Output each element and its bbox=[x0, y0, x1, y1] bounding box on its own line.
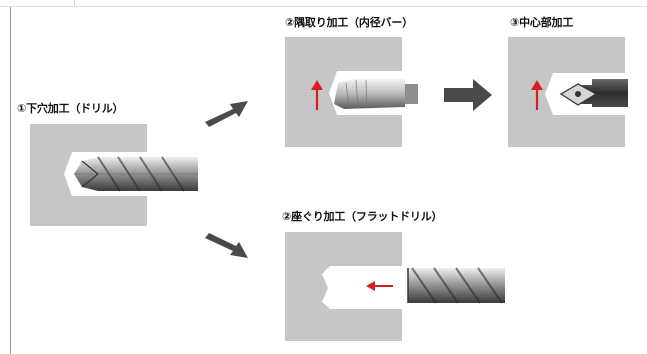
top-tab bbox=[0, 0, 75, 6]
step1-label: ①下穴加工（ドリル） bbox=[17, 102, 124, 115]
flow-arrow-up-right bbox=[205, 101, 248, 127]
step3-center-label: ③中心部加工 bbox=[510, 16, 574, 29]
counterbore-direction-arrow bbox=[366, 281, 393, 291]
top-border bbox=[0, 0, 647, 7]
flow-arrow-down-right bbox=[205, 233, 248, 258]
flow-arrow-right bbox=[444, 79, 492, 111]
corner-direction-arrow bbox=[311, 80, 323, 110]
center-direction-arrow bbox=[531, 80, 543, 110]
drill-tool bbox=[74, 156, 198, 192]
flat-drill-tool bbox=[407, 267, 505, 304]
step2-corner-label: ②隅取り加工（内径バー） bbox=[285, 16, 413, 29]
left-border bbox=[10, 7, 11, 354]
insert-holder-tool bbox=[559, 79, 628, 107]
step2-counterbore-label: ②座ぐり加工（フラットドリル） bbox=[282, 210, 443, 223]
boring-bar-tool bbox=[334, 79, 418, 109]
